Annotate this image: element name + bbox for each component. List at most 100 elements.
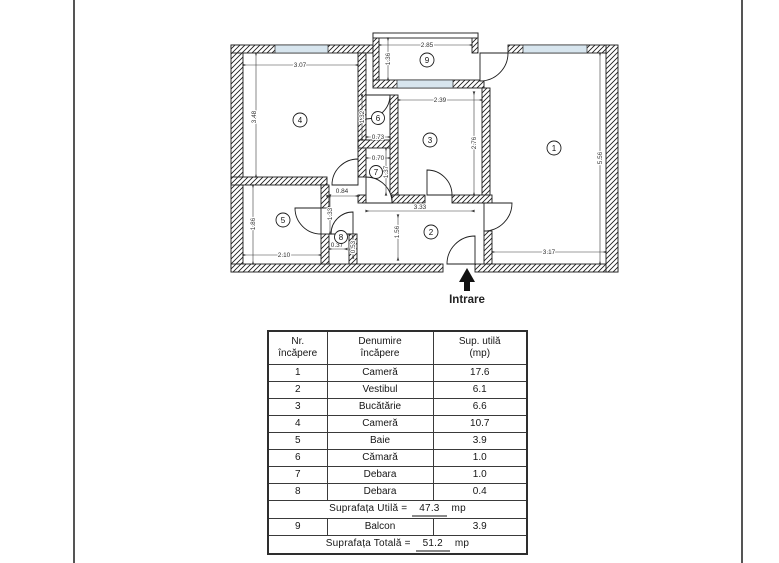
dim-label: 2.39	[434, 97, 447, 104]
cell-name: Debara	[326, 466, 434, 484]
cell-nr: 4	[267, 415, 328, 433]
window	[396, 79, 454, 89]
door-arc	[365, 176, 393, 204]
page-left-edge-line	[73, 0, 75, 563]
dim-label: 0.73	[372, 134, 385, 141]
cell-name: Debara	[326, 483, 434, 501]
table-row: 7 Debara 1.0	[267, 466, 528, 484]
page-right-edge-line	[741, 0, 743, 563]
cell-name: Cameră	[326, 364, 434, 382]
table-row: 2 Vestibul 6.1	[267, 381, 528, 399]
cell-area: 0.4	[432, 483, 528, 501]
wall-segment	[389, 94, 399, 196]
total-cell: Suprafața Totală = 51.2 mp	[267, 535, 528, 555]
door-arc	[479, 52, 509, 82]
room-numbers: 1 2 3 4 5 6 7	[275, 52, 562, 244]
dimension-lines	[242, 37, 607, 265]
dim-label: 1.37	[383, 165, 390, 178]
dim-label: 2.76	[471, 136, 478, 149]
wall-segment	[230, 176, 328, 186]
dim-label: 1.56	[394, 225, 401, 238]
door-arc	[365, 94, 391, 120]
dim-label: 1.36	[385, 52, 392, 65]
cell-area: 10.7	[432, 415, 528, 433]
room-1-number: 1	[552, 144, 557, 153]
dim-label: 3.33	[414, 204, 427, 211]
cell-name: Balcon	[326, 518, 434, 536]
cell-name: Vestibul	[326, 381, 434, 399]
cell-nr: 2	[267, 381, 328, 399]
door-arc	[294, 207, 322, 235]
dim-label: 3.17	[543, 249, 556, 256]
room-4-marker: 4	[292, 112, 308, 128]
subtotal-cell: Suprafața Utilă = 47.3 mp	[267, 500, 528, 519]
dim-label: 1.86	[250, 217, 257, 230]
room-3-number: 3	[428, 136, 433, 145]
wall-segment	[230, 263, 444, 273]
cell-name: Cămară	[326, 449, 434, 467]
table-row: 8 Debara 0.4	[267, 483, 528, 501]
cell-nr: 8	[267, 483, 328, 501]
cell-nr: 7	[267, 466, 328, 484]
dim-label: 1.32	[359, 110, 366, 123]
cell-nr: 1	[267, 364, 328, 382]
header-sup-utila: Sup. utilă(mp)	[432, 330, 528, 365]
total-label: Suprafața Totală =	[325, 537, 411, 549]
dim-label: 0.84	[336, 188, 349, 195]
room-7-number: 7	[374, 168, 379, 177]
door-arc	[446, 235, 476, 265]
room-2-number: 2	[429, 228, 434, 237]
total-unit: mp	[454, 537, 470, 549]
balcony-railing	[372, 32, 479, 39]
windows	[274, 44, 588, 89]
room-7-marker: 7	[369, 165, 383, 179]
wall-segment	[372, 32, 380, 81]
cell-nr: 5	[267, 432, 328, 450]
subtotal-unit: mp	[451, 502, 466, 514]
cell-area: 17.6	[432, 364, 528, 382]
wall-segment	[320, 233, 330, 265]
window	[274, 44, 329, 54]
dim-label: 2.85	[421, 42, 434, 49]
floor-plan: 3.07 3.48 2.85 1.36 2.39 2.76 5.56 3.17 …	[230, 32, 619, 306]
doors	[294, 52, 513, 265]
subtotal-row: Suprafața Utilă = 47.3 mp	[267, 500, 528, 519]
dim-label: 0.70	[372, 155, 385, 162]
wall-segment	[357, 194, 367, 204]
wall-segment	[483, 230, 493, 265]
subtotal-value: 47.3	[412, 503, 447, 517]
wall-segment	[391, 194, 426, 204]
cell-area: 1.0	[432, 466, 528, 484]
table-row: 6 Cămară 1.0	[267, 449, 528, 467]
header-nr-incapere: Nr.încăpere	[267, 330, 328, 365]
dim-label: 2.10	[278, 252, 291, 259]
room-5-number: 5	[281, 216, 286, 225]
room-1-marker: 1	[546, 140, 562, 156]
entrance-arrow-icon	[459, 268, 475, 291]
wall-segment	[451, 194, 493, 204]
dim-label: 3.48	[251, 110, 258, 123]
table-row: 1 Cameră 17.6	[267, 364, 528, 382]
cell-nr: 6	[267, 449, 328, 467]
cell-area: 3.9	[432, 518, 528, 536]
cell-area: 3.9	[432, 432, 528, 450]
cell-area: 6.1	[432, 381, 528, 399]
room-4-number: 4	[298, 116, 303, 125]
dim-label: 3.07	[294, 62, 307, 69]
dimension-labels: 3.07 3.48 2.85 1.36 2.39 2.76 5.56 3.17 …	[249, 41, 605, 260]
cell-nr: 3	[267, 398, 328, 416]
cell-name: Cameră	[326, 415, 434, 433]
window	[522, 44, 588, 54]
cell-area: 6.6	[432, 398, 528, 416]
room-8-number: 8	[339, 233, 344, 242]
wall-segment	[320, 184, 330, 209]
dim-label: 0.53	[350, 240, 357, 253]
cell-nr: 9	[267, 518, 328, 536]
walls	[230, 32, 619, 273]
room-9-marker: 9	[419, 52, 435, 68]
entrance-label: Intrare	[449, 294, 485, 306]
room-9-number: 9	[425, 56, 430, 65]
room-5-marker: 5	[275, 212, 291, 228]
